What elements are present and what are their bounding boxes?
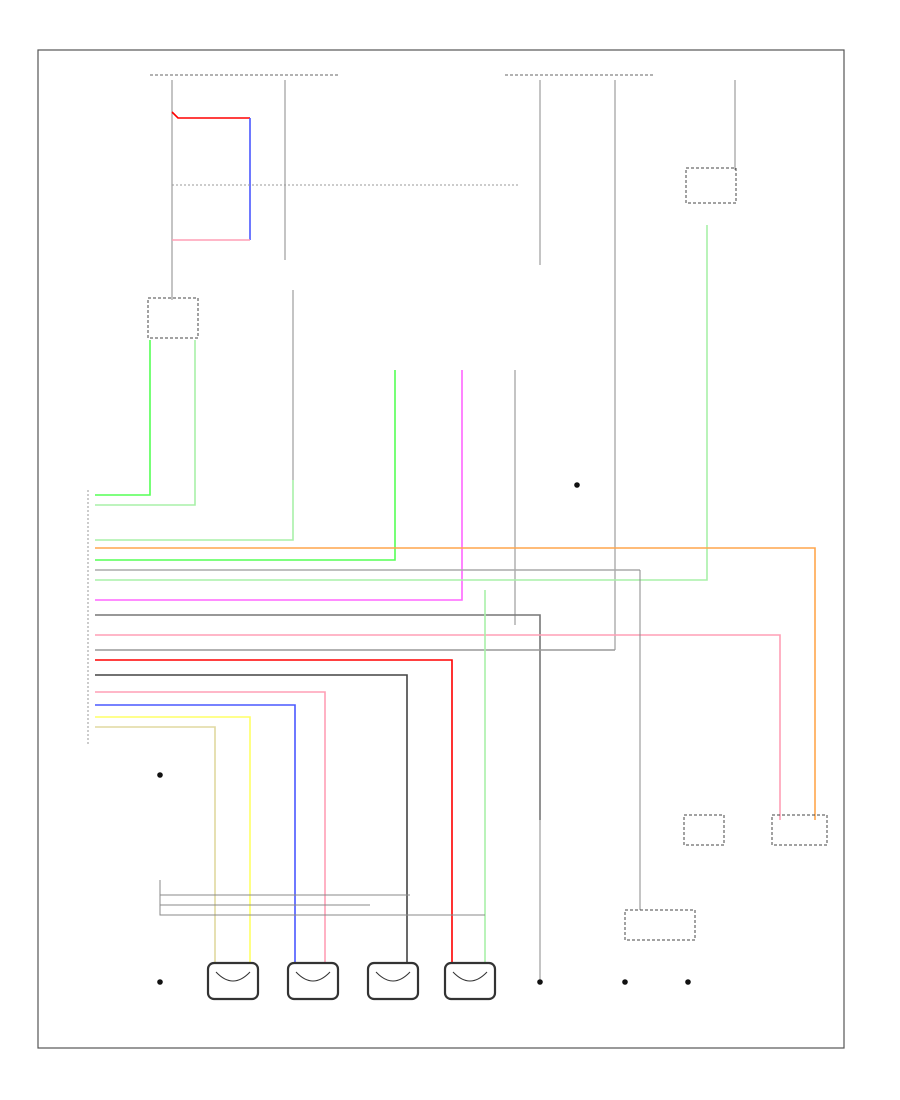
left-rear-sensor [366, 961, 420, 1001]
wire-dark-675 [95, 674, 408, 965]
switch-box-left [147, 297, 199, 339]
wire-red-top [171, 111, 250, 119]
wire-pink-692 [95, 691, 326, 965]
wire-yellow-717 [95, 716, 251, 965]
wire-orange [95, 547, 816, 820]
ground-g6 [157, 772, 163, 778]
wire-blue-705 [95, 704, 296, 965]
ground-g4 [685, 979, 691, 985]
wire-red-660 [95, 659, 453, 965]
wire-pink-635 [95, 634, 781, 820]
diagram-frame [37, 49, 845, 1049]
relay-box-right [685, 167, 737, 204]
wire-gray-615 [95, 614, 541, 820]
ground-g1 [157, 979, 163, 985]
wire-tan-727 [95, 726, 216, 965]
wire-green-left-2 [95, 340, 196, 506]
ground-g3 [622, 979, 628, 985]
wire-green-left-1 [95, 340, 151, 496]
module-box-right-1 [683, 814, 725, 846]
wire-green-mid [95, 480, 294, 541]
sensor-bus-1 [159, 880, 485, 916]
wire-light-green-right [95, 225, 708, 581]
wire-green-long [95, 370, 396, 561]
right-front-sensor [286, 961, 340, 1001]
ground-g2 [537, 979, 543, 985]
left-front-sensor [206, 961, 260, 1001]
module-box-lower [624, 909, 696, 941]
ground-g5 [574, 482, 580, 488]
right-rear-sensor [443, 961, 497, 1001]
wire-magenta [95, 370, 463, 601]
module-box-right-2 [771, 814, 828, 846]
